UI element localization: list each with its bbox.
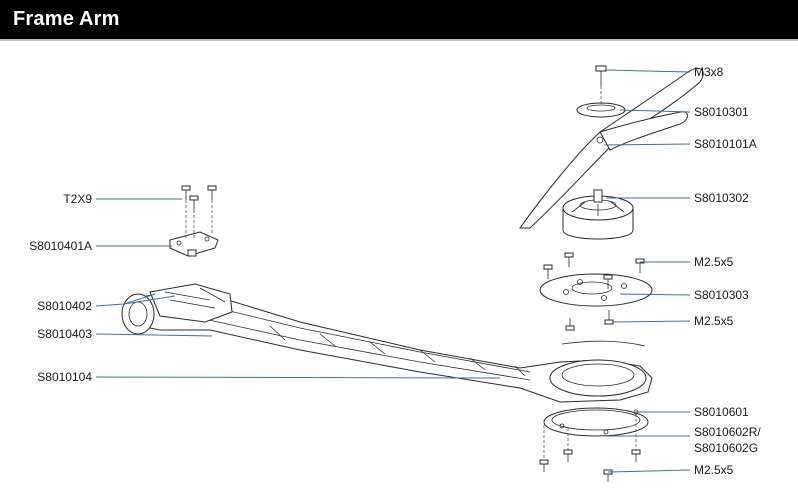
label-s8010302: S8010302	[694, 191, 749, 205]
prop-adapter	[576, 65, 626, 118]
label-s8010104: S8010104	[37, 370, 92, 384]
motor-mount-plate	[539, 252, 653, 331]
motor	[562, 189, 634, 240]
label-s8010402: S8010402	[37, 299, 92, 313]
label-t2x9: T2X9	[63, 192, 92, 206]
label-s8010301: S8010301	[694, 105, 749, 119]
page-title: Frame Arm	[13, 8, 120, 30]
label-s8010403: S8010403	[37, 327, 92, 341]
label-m2-5x5-mid: M2.5x5	[694, 314, 734, 328]
label-s8010602g: S8010602G	[694, 441, 758, 455]
header-bar: Frame Arm	[0, 0, 798, 41]
label-s8010602r: S8010602R/	[694, 425, 761, 439]
screw-t2x9-icon	[181, 185, 217, 210]
hinge-plate-assembly	[169, 185, 219, 257]
label-s8010101a: S8010101A	[694, 137, 757, 151]
label-m3x8: M3x8	[694, 65, 724, 79]
frame-arm-body	[121, 283, 653, 403]
screw-m2-5x5-bottom-icon	[539, 449, 641, 482]
propeller	[519, 67, 704, 229]
label-m2-5x5-top: M2.5x5	[694, 255, 734, 269]
label-s8010401a: S8010401A	[29, 239, 92, 253]
leader-lines	[95, 69, 691, 473]
label-m2-5x5-bottom: M2.5x5	[694, 463, 734, 477]
screw-m3x8-icon	[595, 65, 607, 86]
wire-guide	[561, 340, 646, 347]
label-s8010303: S8010303	[694, 288, 749, 302]
foot-cap	[539, 407, 649, 482]
label-s8010601: S8010601	[694, 405, 749, 419]
screw-m2-5x5-below-icon	[565, 310, 614, 331]
screw-m2-5x5-icon	[543, 252, 645, 289]
